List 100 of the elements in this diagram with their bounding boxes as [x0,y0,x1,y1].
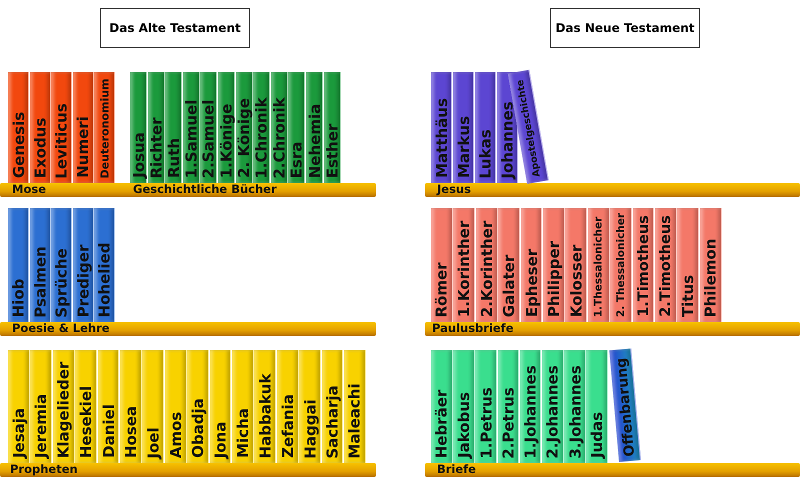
book-title: Klagelieder [54,361,72,458]
book-spine [120,350,142,463]
book-spine [142,350,164,463]
book-title: Psalmen [31,246,50,318]
book-title: Matthäus [432,98,451,178]
book-spine [609,348,641,462]
book-spine [30,208,51,322]
book-spine [182,72,200,183]
heading-box [550,8,700,48]
book-title: 2. Thessalonicher [615,212,628,318]
book-spine [520,208,542,322]
book-title: Ruth [164,138,183,178]
book-spine [165,72,182,183]
book-spine [475,72,496,183]
book-title: Johannes [498,100,517,178]
shelf [0,463,376,477]
book-title: Offenbarung [613,356,638,457]
shelf-label: Mose [12,183,46,196]
book-spine [236,72,253,183]
book-title: 1.Timotheus [635,215,652,317]
book-spine [8,72,29,183]
book-title: Leviticus [52,102,71,178]
book-spine [324,72,341,183]
book-title: Esra [288,141,306,178]
book-title: Micha [234,408,252,458]
book-spine [94,208,116,322]
book-spine [655,208,677,322]
book-title: Hesekiel [77,386,96,458]
book-title: Obadja [188,398,207,458]
book-spine [632,208,654,322]
book-spine [130,72,147,183]
book-title: Nehemia [306,104,324,178]
shelf [0,183,376,197]
book-spine [565,208,588,322]
book-spine [94,72,116,183]
book-title: Lukas [476,128,495,178]
book-title: 2.Korinther [478,220,496,318]
book-title: Deuteronomium [98,78,112,178]
book-title: Hiob [9,278,28,317]
book-spine [520,350,542,463]
book-spine [51,72,72,183]
book-spine [588,208,610,322]
book-spine [586,350,608,463]
book-title: 3.Johannes [566,364,584,458]
book-title: Josua [129,132,148,178]
book-spine [8,350,30,463]
book-title: Markus [454,116,473,178]
book-title: Sprüche [52,248,71,318]
book-title: 2. Könige [234,98,253,178]
book-spine [498,208,520,322]
shelf-label: Jesus [437,183,471,196]
shelf-label: Propheten [10,463,78,476]
book-title: Titus [679,274,698,318]
book-spine [475,350,497,463]
book-spine [164,350,187,463]
book-title: Jona [211,421,230,458]
book-title: 1.Samuel [182,99,200,178]
book-spine [232,350,254,463]
book-title: Jakobus [454,392,473,458]
book-spine [30,72,51,183]
book-spine [148,72,165,183]
book-spine [270,72,288,183]
book-spine [542,350,564,463]
book-spine [677,208,700,322]
book-spine [187,350,209,463]
shelf [425,183,800,197]
book-title: Amos [166,412,185,458]
book-spine [543,208,565,322]
book-title: 1.Chronik [252,96,271,178]
book-title: Jeremia [32,394,50,458]
book-spine [200,72,218,183]
shelf-label: Poesie & Lehre [12,322,110,335]
heading-box [100,8,250,48]
book-spine [52,350,75,463]
book-spine [210,350,232,463]
book-spine [276,350,299,463]
book-spine [344,350,366,463]
book-spine [498,350,520,463]
book-spine [98,350,120,463]
book-title: Richter [147,117,166,178]
book-spine [453,208,476,322]
book-spine [453,350,475,463]
book-spine [72,208,94,322]
book-spine [306,72,323,183]
shelf-label: Geschichtliche Bücher [133,183,277,196]
book-title: 2.Petrus [500,386,518,458]
book-spine [610,208,632,322]
book-title: Jesaja [10,408,28,458]
book-title: Numeri [74,116,92,178]
book-spine [30,350,52,463]
book-title: Genesis [10,112,28,178]
book-spine [254,350,276,463]
book-spine [299,350,321,463]
book-title: Habbakuk [256,373,274,458]
book-title: 2.Samuel [200,99,218,178]
book-title: Philemon [702,238,720,317]
book-spine [564,350,586,463]
shelf [425,463,800,477]
book-title: Haggai [301,398,320,458]
book-spine [453,72,474,183]
